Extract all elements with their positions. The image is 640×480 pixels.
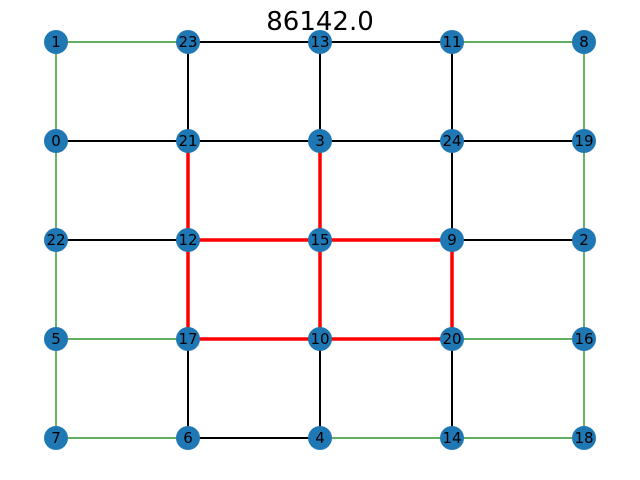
node-circle: [440, 228, 464, 252]
node-0: 0: [44, 129, 68, 153]
node-label: 12: [178, 231, 197, 249]
node-label: 10: [310, 330, 329, 348]
node-label: 19: [574, 132, 593, 150]
node-label: 18: [574, 429, 593, 447]
node-circle: [44, 228, 68, 252]
node-circle: [44, 426, 68, 450]
node-label: 3: [315, 132, 325, 150]
node-circle: [572, 426, 596, 450]
node-label: 7: [51, 429, 61, 447]
node-8: 8: [572, 30, 596, 54]
node-circle: [44, 327, 68, 351]
node-circle: [176, 129, 200, 153]
node-5: 5: [44, 327, 68, 351]
node-label: 5: [51, 330, 61, 348]
node-17: 17: [176, 327, 200, 351]
node-circle: [308, 327, 332, 351]
node-circle: [440, 129, 464, 153]
node-label: 24: [442, 132, 461, 150]
node-20: 20: [440, 327, 464, 351]
node-label: 13: [310, 33, 329, 51]
node-24: 24: [440, 129, 464, 153]
node-label: 0: [51, 132, 61, 150]
node-3: 3: [308, 129, 332, 153]
node-10: 10: [308, 327, 332, 351]
node-circle: [176, 228, 200, 252]
node-1: 1: [44, 30, 68, 54]
node-circle: [440, 327, 464, 351]
node-11: 11: [440, 30, 464, 54]
node-circle: [176, 426, 200, 450]
node-label: 20: [442, 330, 461, 348]
node-12: 12: [176, 228, 200, 252]
node-circle: [572, 228, 596, 252]
node-label: 17: [178, 330, 197, 348]
node-label: 23: [178, 33, 197, 51]
node-label: 9: [447, 231, 457, 249]
node-22: 22: [44, 228, 68, 252]
node-label: 1: [51, 33, 61, 51]
edges-layer: [55, 41, 585, 439]
node-14: 14: [440, 426, 464, 450]
node-label: 21: [178, 132, 197, 150]
node-circle: [572, 129, 596, 153]
node-19: 19: [572, 129, 596, 153]
node-21: 21: [176, 129, 200, 153]
node-2: 2: [572, 228, 596, 252]
node-15: 15: [308, 228, 332, 252]
node-circle: [176, 30, 200, 54]
node-23: 23: [176, 30, 200, 54]
node-6: 6: [176, 426, 200, 450]
node-circle: [440, 30, 464, 54]
node-label: 4: [315, 429, 325, 447]
node-circle: [44, 129, 68, 153]
node-18: 18: [572, 426, 596, 450]
node-circle: [176, 327, 200, 351]
node-circle: [308, 228, 332, 252]
node-7: 7: [44, 426, 68, 450]
node-label: 6: [183, 429, 193, 447]
node-label: 14: [442, 429, 461, 447]
node-label: 8: [579, 33, 589, 51]
node-circle: [308, 30, 332, 54]
node-circle: [440, 426, 464, 450]
node-label: 11: [442, 33, 461, 51]
node-16: 16: [572, 327, 596, 351]
node-13: 13: [308, 30, 332, 54]
node-circle: [308, 129, 332, 153]
node-circle: [572, 327, 596, 351]
node-label: 15: [310, 231, 329, 249]
node-9: 9: [440, 228, 464, 252]
node-label: 2: [579, 231, 589, 249]
node-4: 4: [308, 426, 332, 450]
node-circle: [44, 30, 68, 54]
node-label: 22: [46, 231, 65, 249]
node-circle: [308, 426, 332, 450]
node-circle: [572, 30, 596, 54]
node-label: 16: [574, 330, 593, 348]
